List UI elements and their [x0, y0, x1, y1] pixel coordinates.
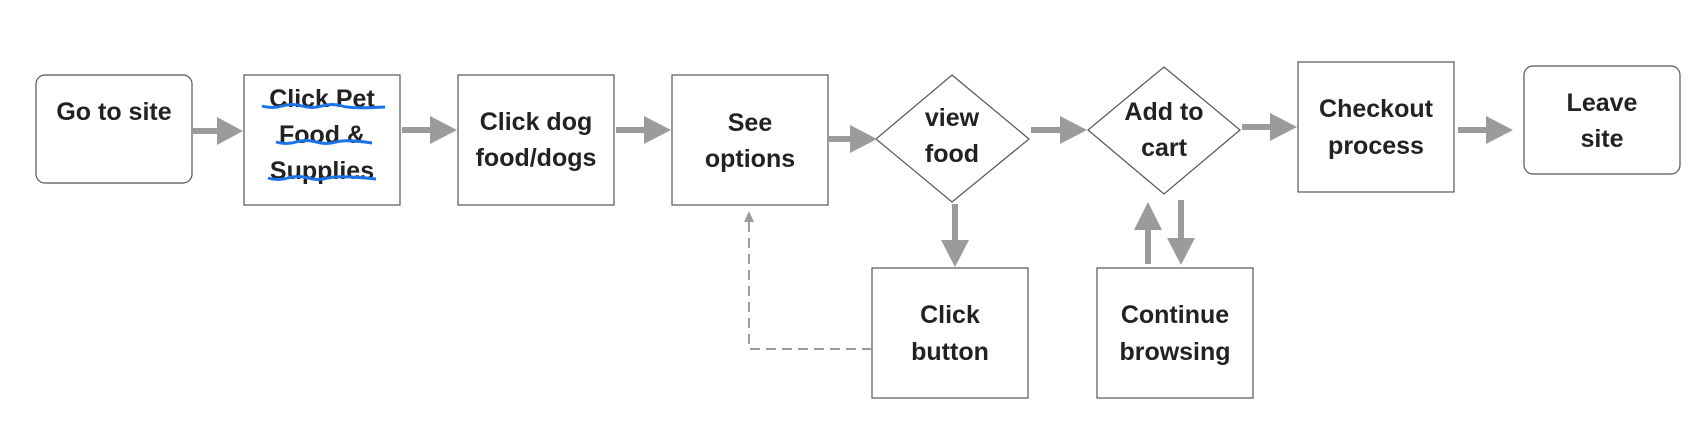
- node-leave-site: Leave site: [1523, 65, 1681, 175]
- node-see-options: See options: [671, 74, 829, 206]
- node-continue-browsing-shape: [1096, 267, 1254, 399]
- arrow-add-to-cart-to-checkout: [1242, 113, 1297, 141]
- arrowhead-icon: [430, 116, 457, 144]
- node-go-to-site-shape: [35, 74, 193, 184]
- arrowhead-icon: [1167, 238, 1195, 265]
- node-click-button-shape: [871, 267, 1029, 399]
- node-click-dog-food: Click dog food/dogs: [457, 74, 615, 206]
- node-view-food-line-1: view: [925, 104, 980, 132]
- node-checkout-process-shape: [1297, 61, 1455, 193]
- arrow-click-pet-food-to-click-dog-food: [402, 116, 457, 144]
- node-see-options-line-1: See: [728, 109, 773, 137]
- arrow-click-dog-food-to-see-options: [616, 116, 671, 144]
- node-continue-browsing-line-1: Continue: [1121, 301, 1229, 329]
- arrow-checkout-to-leave-site: [1458, 116, 1513, 144]
- arrowhead-icon: [217, 117, 243, 145]
- node-add-to-cart: Add to cart: [1087, 66, 1241, 195]
- spellcheck-underline: [267, 175, 377, 181]
- arrow-view-food-to-add-to-cart: [1031, 116, 1087, 144]
- node-go-to-site: Go to site: [35, 74, 193, 184]
- dashed-arrow-click-button-to-see-options: [744, 211, 872, 350]
- spellcheck-underline: [261, 103, 386, 110]
- node-see-options-line-2: options: [705, 145, 795, 173]
- arrowhead-icon: [941, 240, 969, 267]
- arrowhead-icon: [644, 116, 671, 144]
- arrowhead-icon: [1060, 116, 1087, 144]
- node-view-food-shape: [875, 74, 1030, 203]
- arrow-view-food-to-click-button: [941, 204, 969, 267]
- arrowhead-icon: [744, 211, 754, 222]
- node-continue-browsing: Continue browsing: [1096, 267, 1254, 399]
- node-click-dog-food-line-1: Click dog: [480, 108, 593, 136]
- node-go-to-site-line-1: Go to site: [56, 98, 171, 126]
- node-see-options-shape: [671, 74, 829, 206]
- node-click-pet-food-shape: [243, 74, 401, 206]
- node-click-dog-food-shape: [457, 74, 615, 206]
- node-continue-browsing-line-2: browsing: [1119, 338, 1230, 366]
- node-add-to-cart-line-1: Add to: [1124, 98, 1203, 126]
- arrow-go-to-site-to-click-pet-food: [192, 117, 243, 145]
- node-add-to-cart-shape: [1087, 66, 1241, 195]
- node-click-button-line-2: button: [911, 338, 989, 366]
- node-leave-site-line-1: Leave: [1567, 89, 1638, 117]
- node-click-pet-food-line-2: Food &: [279, 121, 365, 149]
- node-checkout-process: Checkout process: [1297, 61, 1455, 193]
- arrowhead-icon: [1486, 116, 1513, 144]
- node-click-pet-food-line-3: Supplies: [270, 157, 374, 185]
- arrow-see-options-to-view-food: [828, 125, 877, 153]
- node-click-button: Click button: [871, 267, 1029, 399]
- node-leave-site-shape: [1523, 65, 1681, 175]
- node-click-button-line-1: Click: [920, 301, 980, 329]
- node-add-to-cart-line-2: cart: [1141, 134, 1188, 162]
- spellcheck-underline: [275, 139, 373, 145]
- node-view-food-line-2: food: [925, 140, 979, 168]
- node-click-pet-food: Click Pet Food & Supplies: [243, 74, 401, 206]
- arrow-continue-browsing-to-add-to-cart: [1134, 202, 1162, 264]
- arrow-add-to-cart-to-continue-browsing: [1167, 200, 1195, 265]
- node-checkout-process-line-2: process: [1328, 132, 1424, 160]
- node-checkout-process-line-1: Checkout: [1319, 95, 1434, 123]
- node-view-food: view food: [875, 74, 1030, 203]
- node-leave-site-line-2: site: [1580, 125, 1623, 153]
- arrowhead-icon: [1270, 113, 1297, 141]
- arrowhead-icon: [850, 125, 877, 153]
- node-click-dog-food-line-2: food/dogs: [476, 144, 597, 172]
- arrowhead-icon: [1134, 202, 1162, 230]
